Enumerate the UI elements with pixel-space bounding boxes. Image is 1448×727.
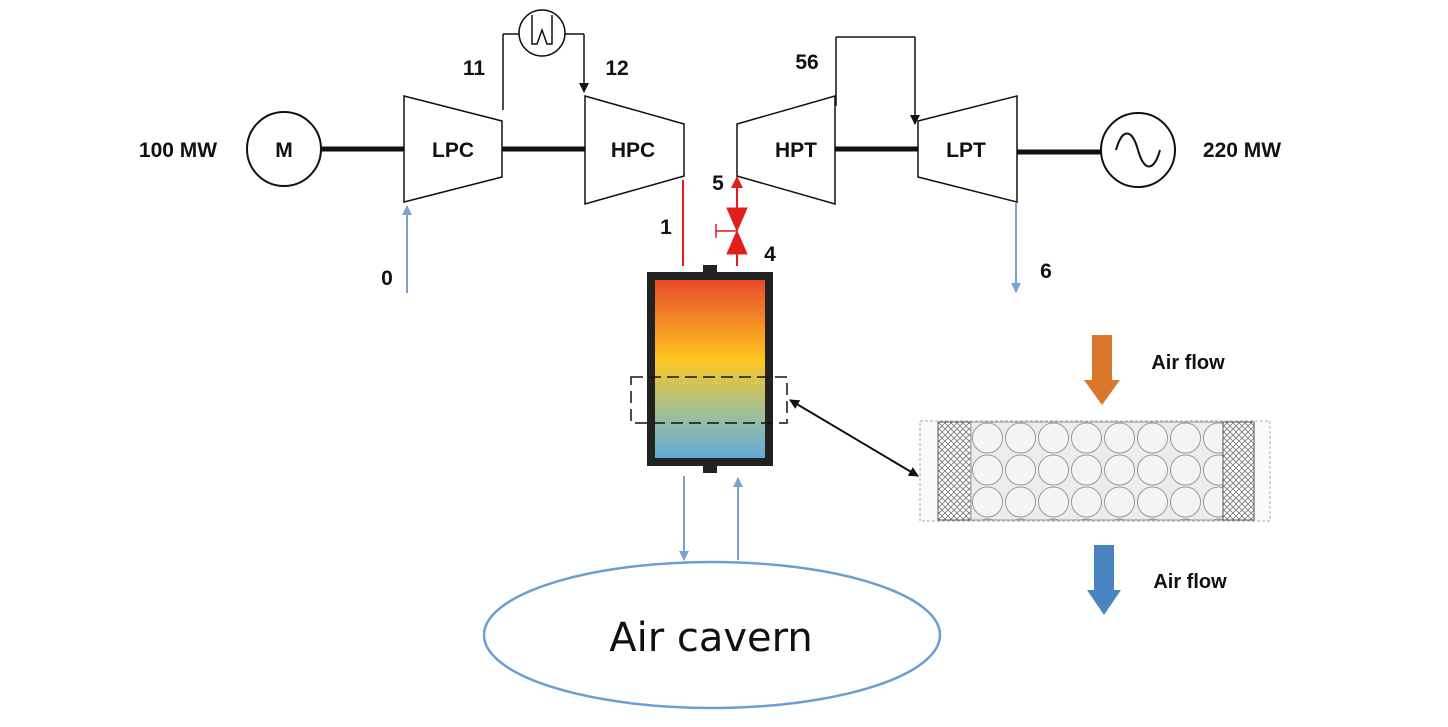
state-4-label: 4 — [764, 243, 776, 266]
motor-power-label: 100 MW — [139, 139, 217, 162]
hpc-label: HPC — [611, 139, 655, 162]
air-flow-bottom-label: Air flow — [1153, 571, 1227, 593]
low-pressure-compressor: LPC — [403, 95, 503, 203]
air-flow-top-label: Air flow — [1151, 352, 1225, 374]
air-cavern-label: Air cavern — [609, 615, 813, 661]
lpc-label: LPC — [432, 139, 474, 162]
state-0-label: 0 — [381, 267, 393, 290]
lpt-label: LPT — [946, 139, 986, 162]
generator-power-label: 220 MW — [1203, 139, 1281, 162]
down-arrow-orange-icon — [1084, 335, 1120, 405]
thermal-storage-tank — [630, 265, 788, 473]
high-pressure-compressor: HPC — [584, 95, 685, 205]
high-pressure-turbine: HPT — [736, 95, 836, 205]
tes-section-marker — [630, 376, 788, 424]
packed-bed-pebbles — [970, 421, 1224, 521]
packed-bed-wall-right — [1222, 421, 1255, 521]
state-1-label: 1 — [660, 216, 672, 239]
air-flow-bottom: Air flow — [1087, 545, 1227, 615]
intercooler — [502, 9, 589, 110]
state-6-label: 6 — [1040, 260, 1052, 283]
state-5-label: 5 — [712, 172, 724, 195]
detail-link-arrow — [789, 399, 919, 477]
reheat-loop — [835, 36, 920, 125]
state-11-label: 11 — [463, 57, 486, 80]
motor-label: M — [275, 139, 293, 162]
generator — [1100, 112, 1176, 188]
motor: M — [246, 111, 322, 187]
packed-bed-wall-left — [937, 421, 972, 521]
heat-exchanger-icon — [531, 15, 553, 45]
state-56-label: 56 — [795, 51, 818, 74]
hpt-label: HPT — [775, 139, 817, 162]
state-12-label: 12 — [605, 57, 628, 80]
air-flow-top: Air flow — [1084, 335, 1225, 405]
low-pressure-turbine: LPT — [917, 95, 1018, 203]
air-cavern: Air cavern — [482, 560, 942, 710]
ac-wave-icon — [1115, 132, 1161, 168]
packed-bed-detail — [919, 420, 1271, 522]
throttle-valve-line — [715, 176, 748, 266]
down-arrow-blue-icon — [1087, 545, 1121, 615]
